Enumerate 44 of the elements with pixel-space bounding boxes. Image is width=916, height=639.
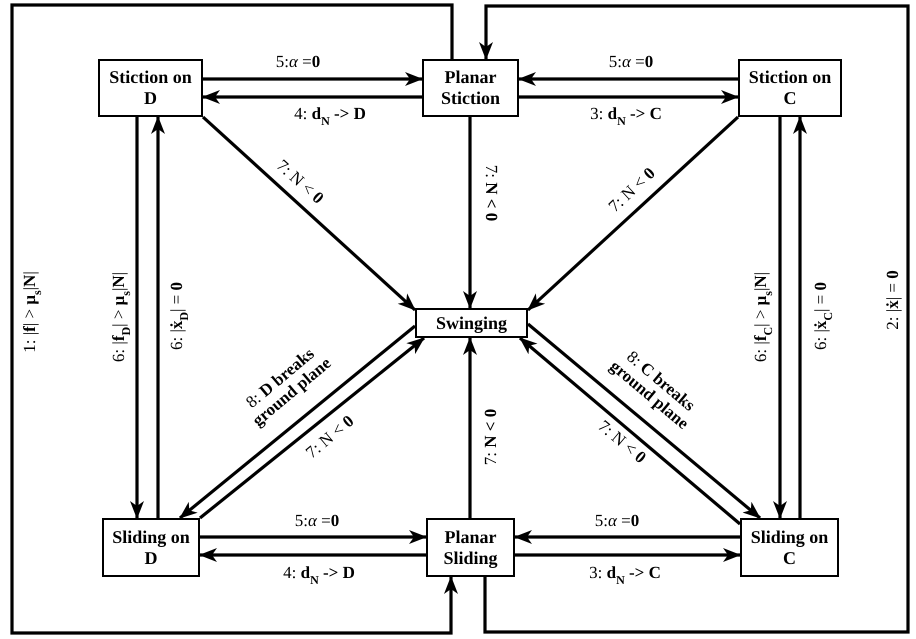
state-box: Planar Sliding: [426, 518, 515, 577]
edge-label: 7: N < 0: [482, 408, 500, 466]
edge-label: 3: d$_{N}$ -> C: [589, 564, 661, 582]
arrow: [463, 117, 477, 309]
edge-label: 2: |ẋ| = 0: [884, 270, 902, 330]
arrow: [130, 117, 144, 519]
arrow: [793, 116, 807, 518]
edge-label: 3: d$_{N}$ -> C: [590, 105, 662, 123]
arrow: [178, 324, 416, 520]
edge-label: 5:α =0: [594, 512, 640, 530]
arrow: [526, 322, 762, 520]
arrow: [199, 548, 426, 562]
state-box: Stiction on D: [98, 59, 203, 117]
edge-label: 4: d$_{N}$ -> D: [294, 105, 366, 123]
edge-label: 7: N < 0: [605, 164, 659, 216]
arrow: [463, 337, 477, 518]
arrow: [526, 116, 740, 312]
edge-label: 7: N < 0: [594, 417, 650, 467]
edge-label: 5:α =0: [294, 512, 340, 530]
state-box: Sliding on D: [102, 518, 200, 577]
state-box: Sliding on C: [740, 518, 839, 577]
edge-label: 7: N < 0: [302, 412, 358, 462]
arrow: [10, 3, 458, 635]
edge-label: 4: d$_{N}$ -> D: [283, 564, 355, 582]
arrow: [514, 530, 740, 544]
arrow: [518, 72, 738, 86]
arrow: [515, 548, 741, 562]
arrow: [479, 4, 910, 634]
arrow: [199, 336, 425, 520]
edge-label: 5:α =0: [276, 53, 320, 71]
edge-label: 7: N < 0: [482, 164, 500, 222]
arrow: [202, 90, 422, 104]
state-box: Swinging: [415, 308, 528, 338]
arrow: [519, 90, 739, 104]
state-box: Stiction on C: [738, 59, 842, 117]
arrow: [151, 116, 165, 518]
edge-label: 5:α =0: [608, 53, 654, 71]
arrow: [200, 530, 427, 544]
state-box: Planar Stiction: [422, 59, 519, 117]
arrow: [203, 72, 423, 86]
arrow: [518, 336, 742, 526]
edge-label: 7: N < 0: [273, 156, 327, 208]
arrow: [202, 116, 416, 312]
arrow: [773, 117, 787, 519]
